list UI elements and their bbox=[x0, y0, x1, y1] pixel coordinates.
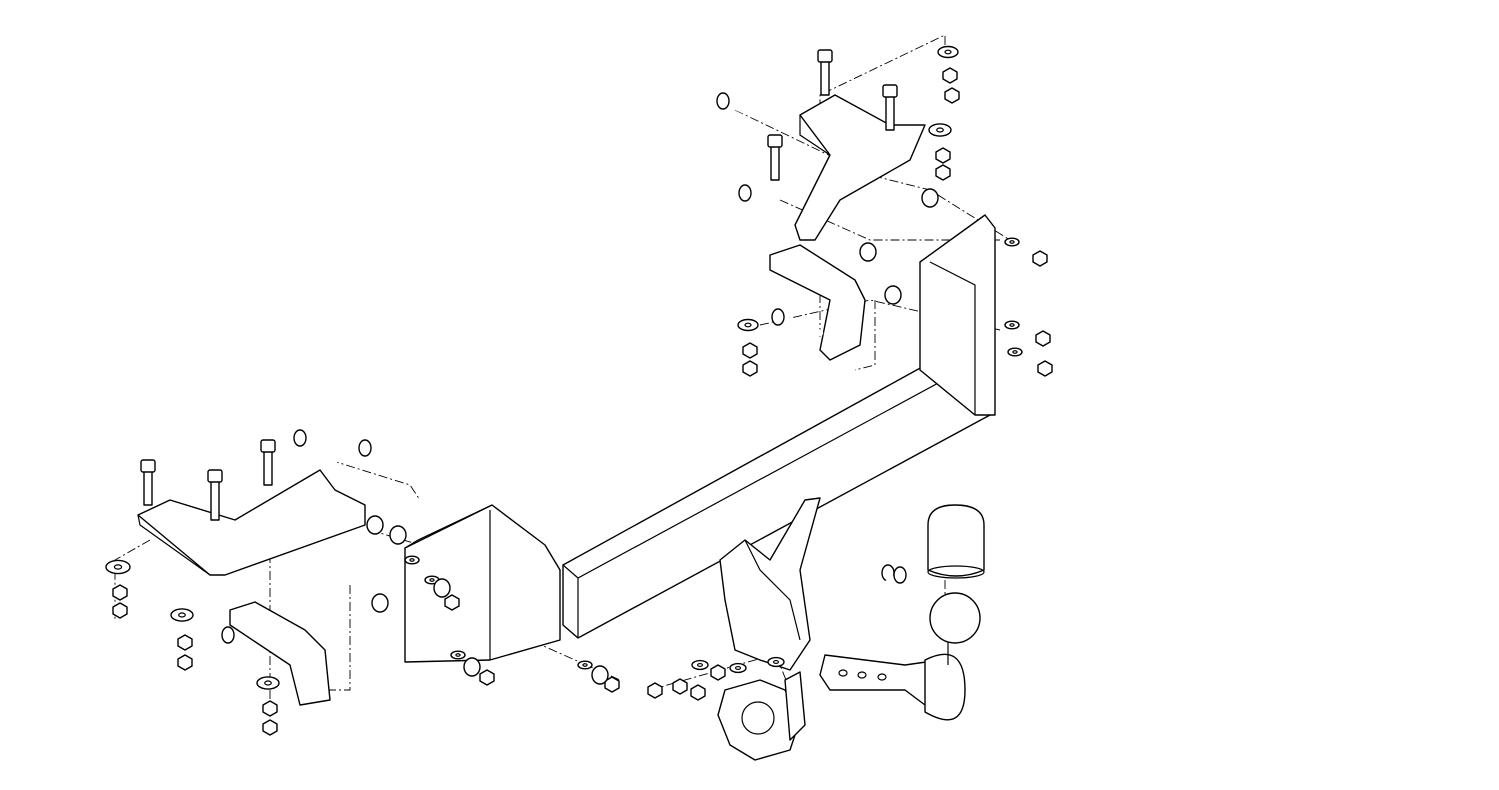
vertical-bolt-shank bbox=[770, 144, 780, 181]
spacer-bushing bbox=[433, 578, 451, 598]
bolt-head bbox=[882, 84, 898, 98]
washer-hole bbox=[582, 663, 588, 667]
left-upper-bracket bbox=[137, 469, 366, 576]
bolt-head bbox=[358, 439, 372, 457]
washer-hole bbox=[113, 564, 123, 570]
bolt-head bbox=[771, 308, 785, 326]
washer bbox=[105, 559, 131, 575]
washer-hole bbox=[944, 49, 952, 55]
washer bbox=[937, 45, 959, 59]
washer bbox=[170, 608, 194, 622]
bolt-head bbox=[738, 184, 752, 202]
washer bbox=[404, 555, 420, 565]
bolt-head bbox=[767, 134, 783, 148]
washer-hole bbox=[1009, 323, 1015, 327]
bolt-shank bbox=[719, 97, 769, 124]
washer-hole bbox=[409, 558, 415, 562]
washer-hole bbox=[696, 662, 703, 668]
hex-nut bbox=[690, 684, 706, 701]
bolt-head bbox=[893, 566, 907, 584]
bolt-head bbox=[221, 626, 235, 644]
washer bbox=[767, 656, 785, 668]
hex-nut bbox=[647, 682, 663, 699]
spacer-bushing bbox=[591, 665, 609, 685]
hex-nut bbox=[262, 719, 278, 736]
hex-nut bbox=[177, 634, 193, 651]
upper-right-bracket bbox=[794, 94, 926, 241]
spacer-bushing bbox=[366, 515, 384, 535]
left-lower-bracket bbox=[229, 601, 331, 706]
bolt-head bbox=[260, 439, 276, 453]
socket-plate bbox=[717, 671, 806, 761]
washer bbox=[577, 660, 593, 670]
washer-hole bbox=[734, 665, 741, 671]
washer-hole bbox=[264, 680, 272, 686]
left-mounting-plate bbox=[404, 504, 561, 663]
hex-nut bbox=[710, 664, 726, 681]
washer bbox=[691, 659, 709, 671]
washer bbox=[256, 676, 280, 690]
hex-nut bbox=[479, 669, 495, 686]
hex-nut bbox=[112, 584, 128, 601]
vertical-bolt-shank bbox=[263, 449, 273, 486]
hex-nut bbox=[604, 676, 620, 693]
spacer-bushing bbox=[371, 593, 389, 613]
bolt-head bbox=[140, 459, 156, 473]
washer-hole bbox=[1009, 240, 1015, 244]
washer bbox=[1004, 237, 1020, 247]
vertical-bolt-shank bbox=[885, 94, 895, 131]
vertical-bolt-shank bbox=[210, 479, 220, 521]
hex-nut bbox=[935, 164, 951, 181]
washer-hole bbox=[455, 653, 461, 657]
spacer-bushing bbox=[859, 242, 877, 262]
bolt-head bbox=[293, 429, 307, 447]
bolt-shank bbox=[851, 571, 904, 609]
hex-nut bbox=[742, 342, 758, 359]
spacer-bushing bbox=[463, 657, 481, 677]
hex-nut bbox=[672, 678, 688, 695]
hex-nut bbox=[935, 147, 951, 164]
hex-nut bbox=[112, 602, 128, 619]
washer bbox=[1004, 320, 1020, 330]
bolt-head bbox=[716, 92, 730, 110]
hex-nut bbox=[944, 87, 960, 104]
bolt-shank bbox=[774, 313, 824, 337]
hex-nut bbox=[742, 360, 758, 377]
hex-nut bbox=[177, 654, 193, 671]
right-lower-bracket bbox=[769, 244, 866, 361]
fasteners bbox=[105, 45, 1053, 736]
spacer-bushing bbox=[921, 188, 939, 208]
washer bbox=[729, 662, 747, 674]
bolt-head bbox=[817, 49, 833, 63]
spacer-bushing bbox=[389, 525, 407, 545]
bolt-shank bbox=[841, 569, 892, 594]
bolt-shank bbox=[741, 189, 794, 217]
washer-hole bbox=[744, 322, 752, 328]
hex-nut bbox=[1032, 250, 1048, 267]
washer-hole bbox=[1012, 350, 1018, 354]
washer-hole bbox=[178, 612, 186, 618]
ball-cover-cap bbox=[927, 504, 985, 579]
hex-nut bbox=[1037, 360, 1053, 377]
washer bbox=[928, 123, 952, 137]
washer-hole bbox=[429, 578, 435, 582]
hex-nut bbox=[1035, 330, 1051, 347]
washer-hole bbox=[772, 659, 779, 665]
washer bbox=[450, 650, 466, 660]
right-mounting-plate bbox=[919, 214, 996, 416]
hex-nut bbox=[444, 594, 460, 611]
washer bbox=[737, 318, 759, 332]
washer-hole bbox=[936, 127, 944, 133]
vertical-bolt-shank bbox=[820, 59, 830, 96]
vertical-bolt-shank bbox=[143, 469, 153, 506]
neck-bracket bbox=[719, 497, 821, 671]
spacer-bushing bbox=[884, 285, 902, 305]
bolt-head bbox=[207, 469, 223, 483]
tow-ball-arm bbox=[819, 592, 981, 721]
hex-nut bbox=[942, 67, 958, 84]
hex-nut bbox=[262, 700, 278, 717]
washer bbox=[1007, 347, 1023, 357]
